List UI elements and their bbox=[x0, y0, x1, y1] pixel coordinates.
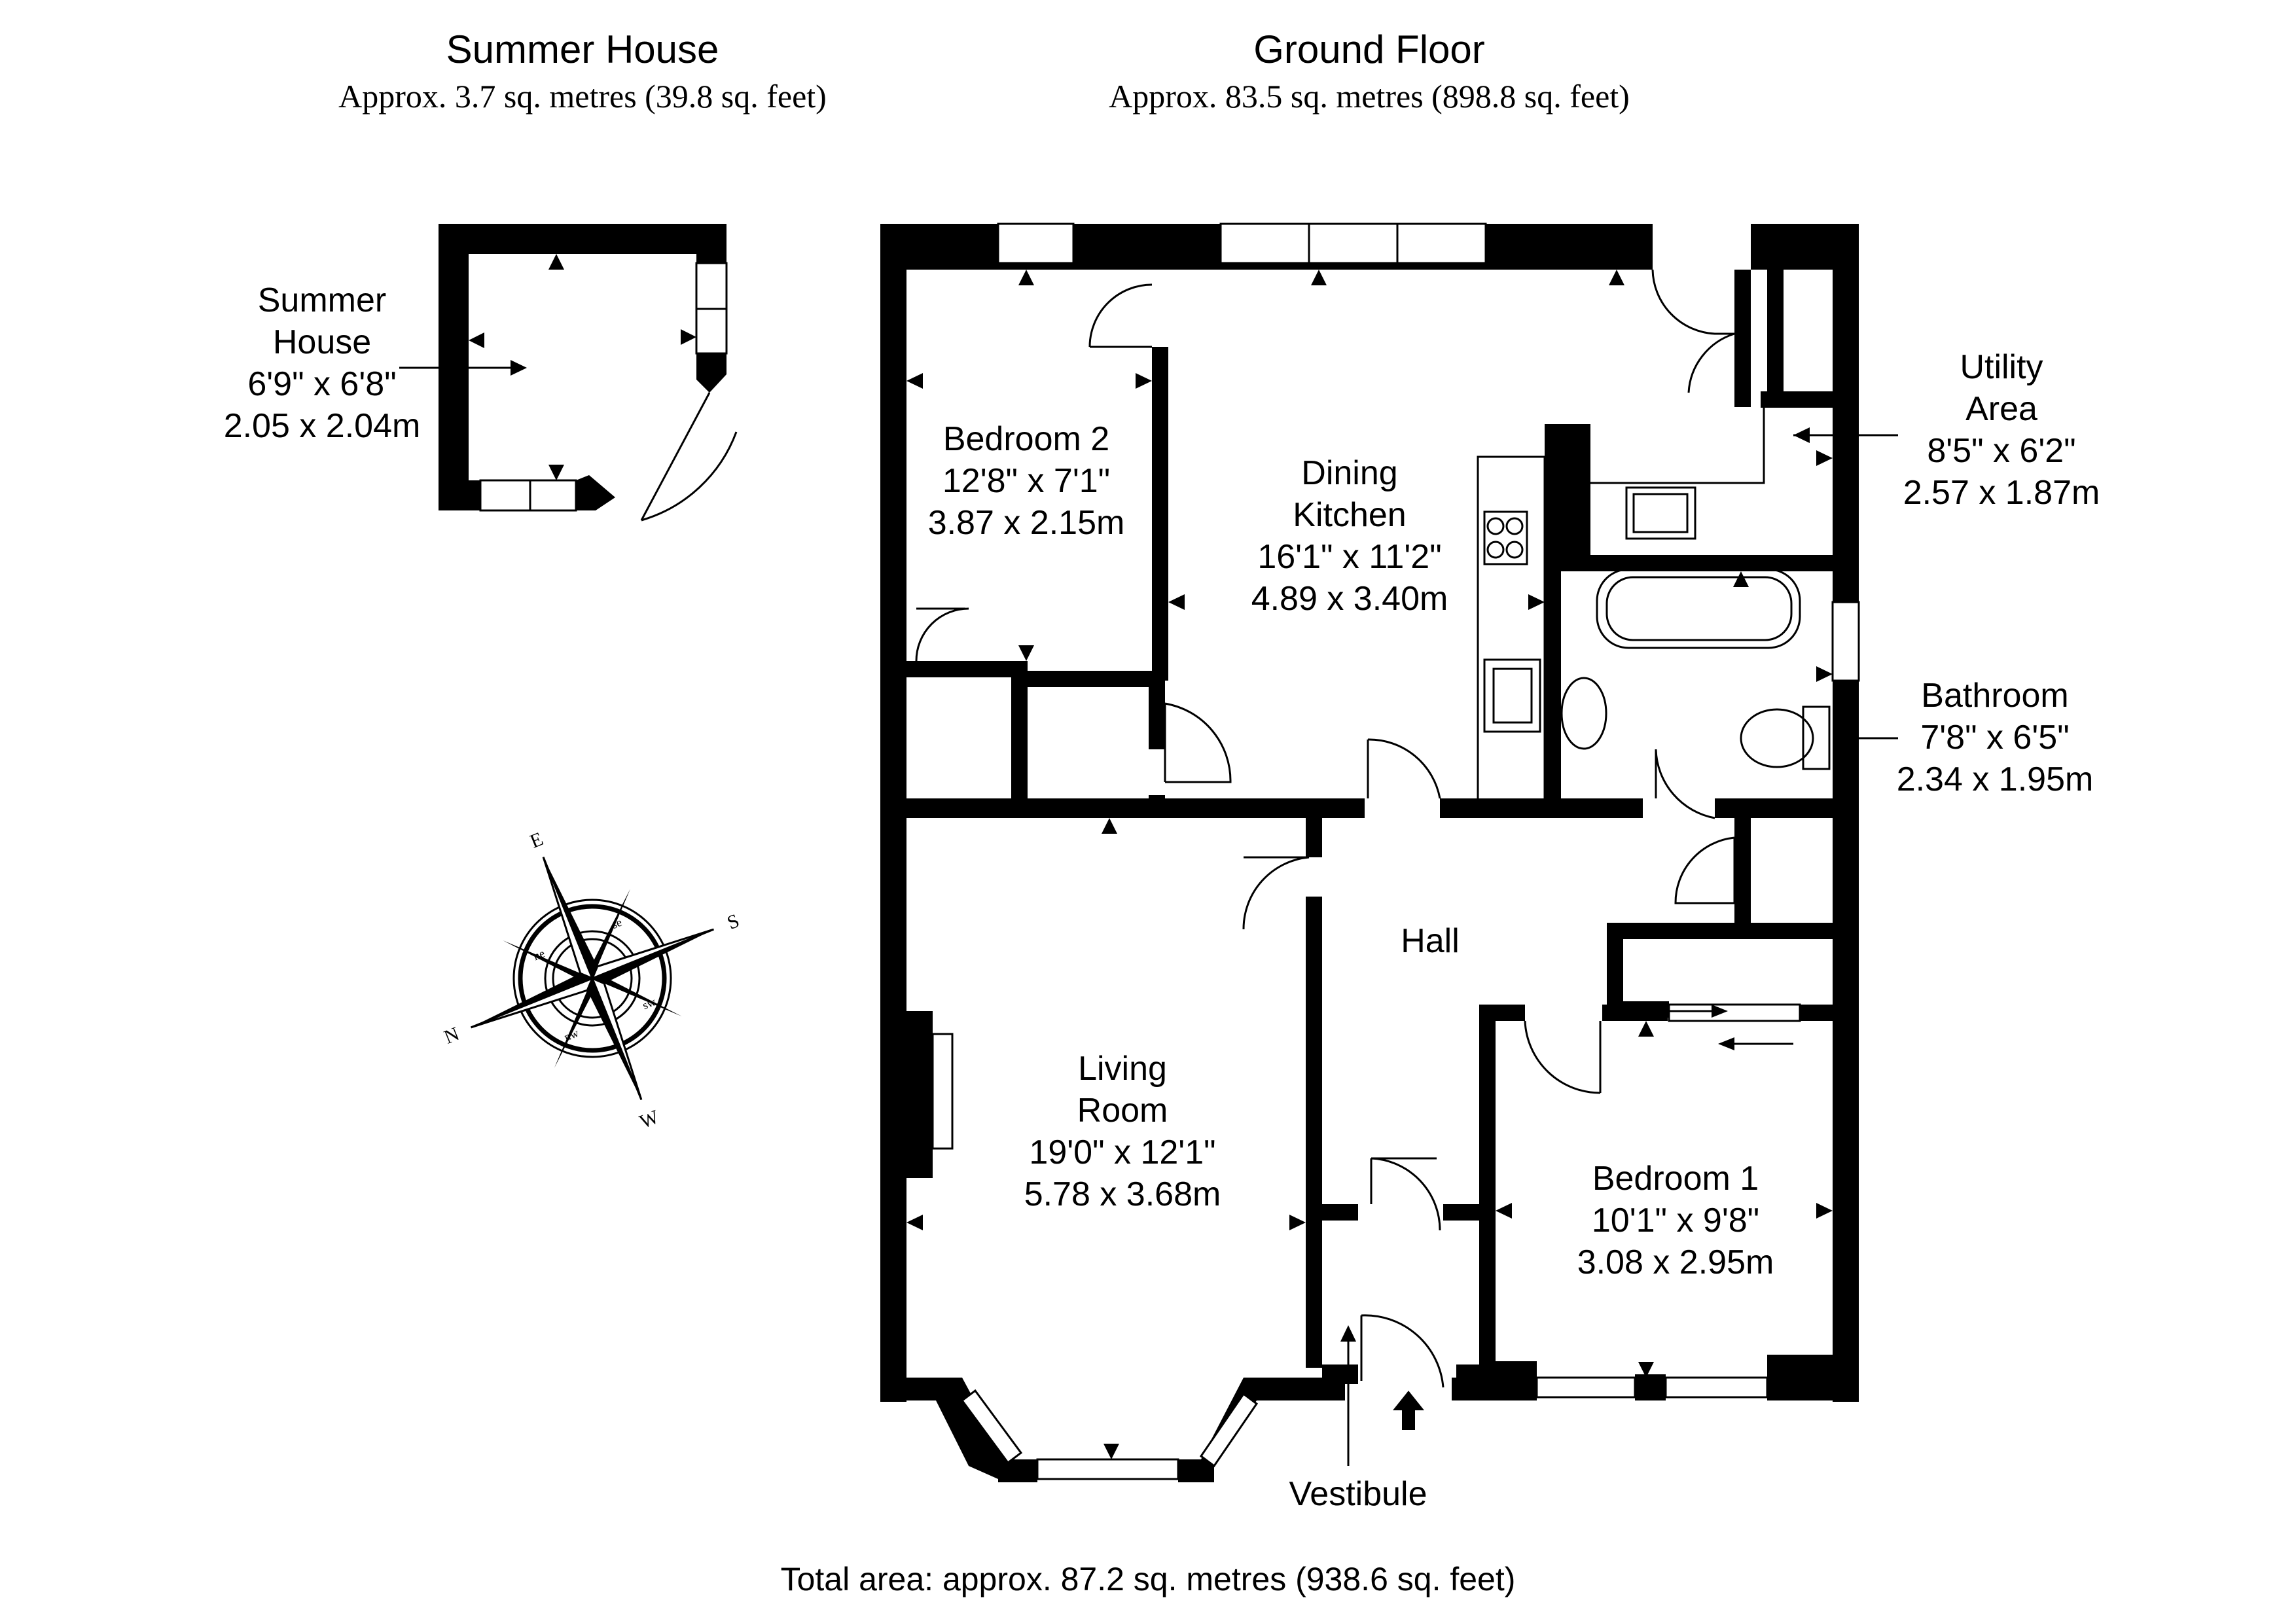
room-size-imperial: 8'5" x 6'2" bbox=[1927, 432, 2075, 470]
room-label-living-room: Living Room 19'0" x 12'1" 5.78 x 3.68m bbox=[1024, 1050, 1221, 1213]
room-name-line: Bedroom 2 bbox=[943, 420, 1109, 458]
room-label-bedroom-2: Bedroom 2 12'8" x 7'1" 3.87 x 2.15m bbox=[928, 420, 1125, 542]
room-size-imperial: 7'8" x 6'5" bbox=[1920, 719, 2069, 757]
compass-rose: E S W N ne se sw nw bbox=[441, 828, 742, 1133]
compass-s: S bbox=[724, 910, 742, 934]
room-label-dining-kitchen: Dining Kitchen 16'1" x 11'2" 4.89 x 3.40… bbox=[1251, 454, 1448, 618]
room-name-line: Utility bbox=[1960, 348, 2043, 386]
ground-floor-plan bbox=[880, 223, 1898, 1482]
room-size-imperial: 16'1" x 11'2" bbox=[1257, 538, 1441, 576]
room-size-metric: 2.34 x 1.95m bbox=[1897, 760, 2094, 798]
total-area: Total area: approx. 87.2 sq. metres (938… bbox=[781, 1561, 1516, 1597]
room-label-vestibule: Vestibule bbox=[1289, 1475, 1427, 1513]
compass-n: N bbox=[441, 1023, 462, 1048]
ground-floor-title: Ground Floor bbox=[1253, 27, 1485, 71]
room-name-line: Dining bbox=[1301, 454, 1397, 492]
room-name-line: Kitchen bbox=[1293, 496, 1406, 534]
room-name-line: Summer bbox=[258, 281, 386, 319]
room-name-line: Bathroom bbox=[1921, 677, 2068, 715]
compass-ne: ne bbox=[531, 946, 547, 963]
compass-e: E bbox=[527, 828, 546, 852]
room-size-imperial: 19'0" x 12'1" bbox=[1029, 1133, 1215, 1171]
room-label-utility-area: Utility Area 8'5" x 6'2" 2.57 x 1.87m bbox=[1903, 348, 2100, 512]
room-label-bathroom: Bathroom 7'8" x 6'5" 2.34 x 1.95m bbox=[1897, 677, 2094, 798]
ground-floor-heading: Ground Floor Approx. 83.5 sq. metres (89… bbox=[1109, 27, 1630, 115]
room-size-imperial: 6'9" x 6'8" bbox=[247, 365, 396, 403]
compass-nw: nw bbox=[562, 1026, 581, 1044]
room-size-metric: 3.87 x 2.15m bbox=[928, 504, 1125, 542]
room-name-line: Bedroom 1 bbox=[1592, 1160, 1759, 1198]
room-name-line: Area bbox=[1965, 390, 2037, 428]
room-size-imperial: 10'1" x 9'8" bbox=[1592, 1202, 1759, 1240]
summer-house-area: Approx. 3.7 sq. metres (39.8 sq. feet) bbox=[338, 78, 827, 115]
room-size-metric: 4.89 x 3.40m bbox=[1251, 580, 1448, 618]
room-name-line: Room bbox=[1077, 1092, 1168, 1130]
ground-floor-area: Approx. 83.5 sq. metres (898.8 sq. feet) bbox=[1109, 78, 1630, 115]
summer-house-title: Summer House bbox=[446, 27, 719, 71]
room-size-metric: 3.08 x 2.95m bbox=[1577, 1243, 1774, 1281]
room-label-summer-house: Summer House 6'9" x 6'8" 2.05 x 2.04m bbox=[224, 281, 421, 445]
room-name-line: Vestibule bbox=[1289, 1475, 1427, 1513]
room-size-metric: 5.78 x 3.68m bbox=[1024, 1175, 1221, 1213]
compass-se: se bbox=[610, 916, 624, 931]
room-name-line: Hall bbox=[1401, 922, 1460, 960]
summer-house-plan bbox=[399, 224, 738, 522]
room-size-imperial: 12'8" x 7'1" bbox=[942, 462, 1110, 500]
summer-house-heading: Summer House Approx. 3.7 sq. metres (39.… bbox=[338, 27, 827, 115]
room-size-metric: 2.57 x 1.87m bbox=[1903, 474, 2100, 512]
room-label-hall: Hall bbox=[1401, 922, 1460, 960]
room-label-bedroom-1: Bedroom 1 10'1" x 9'8" 3.08 x 2.95m bbox=[1577, 1160, 1774, 1281]
room-name-line: House bbox=[273, 323, 371, 361]
room-name-line: Living bbox=[1078, 1050, 1167, 1088]
compass-w: W bbox=[637, 1106, 662, 1133]
room-size-metric: 2.05 x 2.04m bbox=[224, 407, 421, 445]
